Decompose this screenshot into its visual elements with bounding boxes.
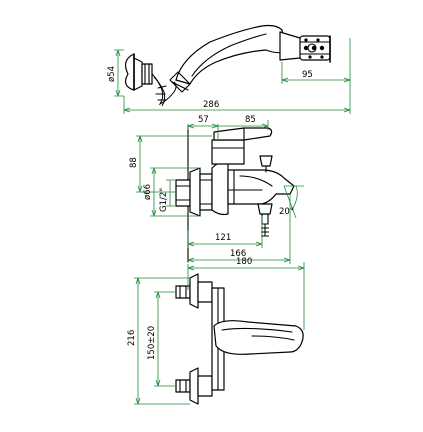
hand-shower-view: ø54 95 286 [107,24,351,114]
dim-head-width: 95 [281,38,351,84]
dim-166-label: 166 [230,249,246,259]
shower-hose [151,73,177,107]
shower-handle [169,24,287,93]
mixer-front-view: 180 216 150±20 [127,257,305,405]
front-connector-top [175,273,213,309]
dim-total-length-label: 286 [203,100,219,110]
dim-88-label: 88 [129,157,139,168]
dim-166: 166 [187,194,291,264]
dim-66-diameter: ø66 [143,167,200,217]
dim-121: 121 [187,216,263,248]
wall-bracket [124,53,153,91]
mixer-lever [211,127,273,165]
dim-85: 85 [218,115,269,130]
dim-thread-label: G1/2" [159,188,169,212]
mixer-side-view: 57 85 88 ø66 G1/2" 20° 121 [129,115,304,264]
dim-66-diameter-label: ø66 [143,184,153,200]
front-lever [213,320,304,355]
dim-180: 180 [187,257,305,330]
dim-angle: 20° [279,185,304,219]
shower-outlet [257,203,273,237]
eccentric-connector [175,167,213,217]
dim-total-length: 286 [123,84,351,114]
dim-180-label: 180 [236,257,252,267]
dim-head-diameter-label: ø54 [107,66,117,82]
front-connector-bottom [175,367,213,405]
dim-121-label: 121 [215,233,231,243]
dim-centers: 150±20 [147,291,176,387]
shower-head [279,31,331,63]
dim-head-width-label: 95 [302,70,313,80]
dim-88: 88 [129,135,212,193]
dim-thread: G1/2" [159,179,176,212]
dim-57-label: 57 [198,115,209,125]
dim-216: 216 [127,277,190,405]
dim-57: 57 [187,115,219,140]
mixer-body [211,161,295,216]
dim-angle-label: 20° [279,207,294,217]
dim-centers-label: 150±20 [147,326,157,360]
diverter-knob [259,155,273,173]
dim-head-diameter: ø54 [107,49,124,97]
dim-85-label: 85 [245,115,256,125]
dim-216-label: 216 [127,330,137,346]
